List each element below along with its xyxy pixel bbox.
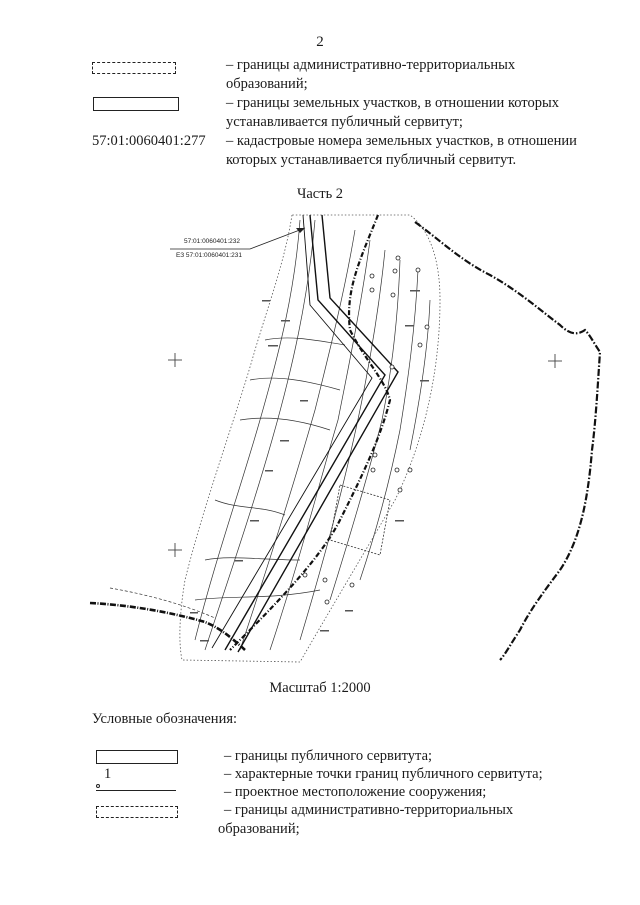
- servitude-boundary-symbol: [96, 750, 178, 764]
- legend-text: – проектное местоположение сооружения;: [224, 784, 487, 800]
- characteristic-point-icon: [96, 775, 100, 793]
- parcel-label-231: ЕЗ 57:01:0060401:231: [176, 252, 242, 259]
- land-parcel-boundary-symbol: [93, 97, 179, 111]
- legend-text: – характерные точки границ публичного се…: [224, 766, 543, 782]
- cadastral-number-sample: 57:01:0060401:277: [92, 133, 206, 149]
- map-part-title: Часть 2: [296, 186, 344, 202]
- legend-text: образований;: [226, 76, 308, 92]
- point-number: 1: [104, 766, 112, 782]
- legend-text: которых устанавливается публичный сервит…: [226, 152, 517, 168]
- legend-text: – границы публичного сервитута;: [224, 748, 433, 764]
- admin-boundary-symbol: [96, 806, 178, 818]
- admin-boundary-symbol: [92, 62, 176, 74]
- map-scale: Масштаб 1:2000: [269, 680, 371, 696]
- parcel-label-232: 57:01:0060401:232: [184, 238, 241, 245]
- legend-text: устанавливается публичный сервитут;: [226, 114, 463, 130]
- legend-title: Условные обозначения:: [92, 711, 238, 727]
- page-number: 2: [316, 34, 324, 50]
- legend-text: – границы административно-территориальны…: [224, 802, 514, 818]
- legend-text: образований;: [218, 821, 300, 837]
- structure-line-symbol: [96, 790, 176, 791]
- legend-text: – границы административно-территориальны…: [226, 57, 516, 73]
- legend-text: – границы земельных участков, в отношени…: [226, 95, 559, 111]
- legend-text: – кадастровые номера земельных участков,…: [226, 133, 577, 149]
